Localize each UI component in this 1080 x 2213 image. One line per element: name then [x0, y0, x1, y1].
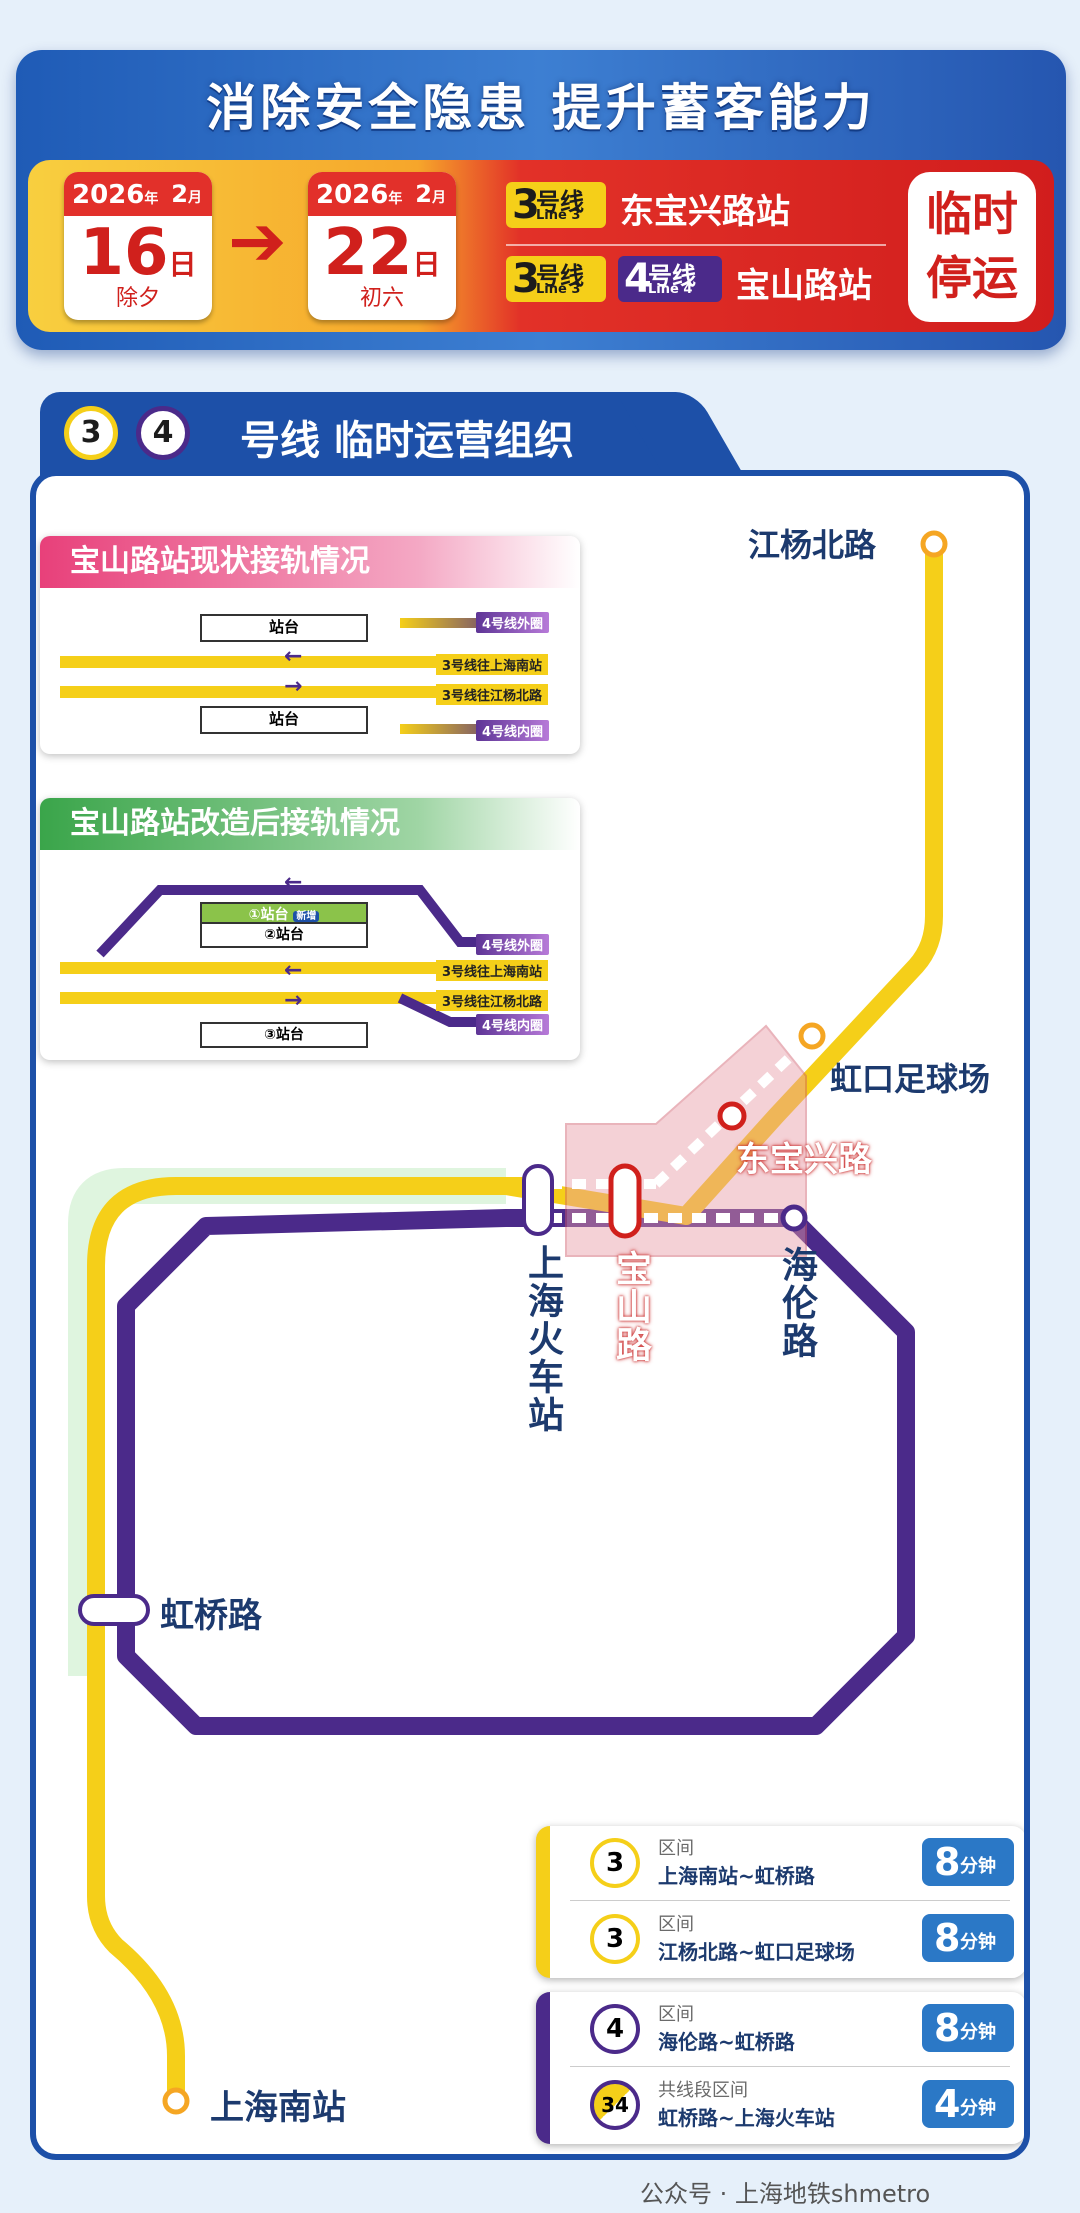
end-date-calendar: 2026年 2月 22日 初六 — [308, 172, 456, 320]
arrow-left-icon: ← — [284, 644, 303, 669]
start-month: 2 — [171, 180, 188, 208]
station-shanghai-rail[interactable] — [522, 1164, 554, 1236]
interval-name: 上海南站~虹桥路 — [658, 1864, 815, 1888]
label-line3-north: 3号线往江杨北路 — [436, 990, 549, 1011]
panel-after-title: 宝山路站改造后接轨情况 — [40, 798, 580, 850]
label-baoshan: 宝山路 — [610, 1250, 651, 1364]
stop-text-2: 停运 — [926, 251, 1018, 305]
interval-label: 区间 — [658, 1838, 694, 1859]
platform-top: 站台 — [200, 614, 368, 642]
label-hailun: 海伦路 — [776, 1246, 817, 1360]
arrow-left-icon: ← — [284, 958, 303, 983]
arrow-right-icon: ➔ — [228, 200, 287, 282]
label-line3-south: 3号线往上海南站 — [436, 960, 549, 981]
start-note: 除夕 — [115, 286, 160, 311]
map-frame: 江杨北路 虹口足球场 东宝兴路 宝山路 海伦路 上海火车站 虹桥路 上海南站 宝… — [30, 470, 1030, 2160]
label-line3-north: 3号线往江杨北路 — [436, 684, 549, 705]
station-shanghai-south[interactable] — [162, 2087, 190, 2115]
station-hongkou[interactable] — [798, 1022, 826, 1050]
interval-label: 共线段区间 — [658, 2080, 748, 2101]
end-note: 初六 — [359, 286, 404, 311]
platform-3: ③站台 — [200, 1022, 368, 1048]
label-jiangyang: 江杨北路 — [748, 526, 877, 564]
shared-line-circle: 34 — [590, 2080, 640, 2130]
line3-south — [87, 1177, 541, 2096]
arrow-right-icon: → — [284, 988, 303, 1013]
arrow-right-icon: → — [284, 674, 303, 699]
section-title: 号线 临时运营组织 — [240, 418, 574, 464]
track-line3-south — [60, 656, 520, 668]
panel-current-track: 宝山路站现状接轨情况 站台 ← → 站台 4号线外圈 3号线往上海南站 3号线往… — [40, 536, 580, 754]
temporary-suspension-box: 临时 停运 — [908, 172, 1036, 322]
metro-map — [68, 530, 948, 2115]
interval-label: 区间 — [658, 2004, 694, 2025]
start-year: 2026 — [72, 180, 145, 210]
label-line4-inner: 4号线内圈 — [476, 1014, 550, 1035]
station-hongqiao[interactable] — [78, 1594, 150, 1626]
label-dongbaoxing: 东宝兴路 — [736, 1140, 872, 1180]
start-date-calendar: 2026年 2月 16日 除夕 — [64, 172, 212, 320]
panel-after-track: 宝山路站改造后接轨情况 ← ①站台 新增 ②站台 ← → ③站台 4号线外圈 3… — [40, 798, 580, 1060]
label-line4-outer: 4号线外圈 — [476, 612, 550, 633]
track-line4-outer — [400, 618, 520, 628]
station-baoshan[interactable] — [608, 1163, 642, 1239]
station-jiangyang[interactable] — [920, 530, 948, 558]
track-line4-inner — [400, 724, 520, 734]
footer-credit: 公众号 · 上海地铁shmetro — [640, 2180, 931, 2208]
track-line3-north — [60, 686, 520, 698]
section-tab: 3 4 号线 临时运营组织 — [40, 392, 680, 476]
platform-2: ②站台 — [200, 922, 368, 948]
label-shanghai-south: 上海南站 — [210, 2088, 346, 2128]
new-badge: 新增 — [293, 911, 320, 922]
platform-bottom: 站台 — [200, 706, 368, 734]
line-circle: 3 — [590, 1914, 640, 1964]
label-shanghai-rail: 上海火车站 — [522, 1244, 563, 1434]
end-month: 2 — [415, 180, 432, 208]
label-line4-inner: 4号线内圈 — [476, 720, 550, 741]
arrow-left-icon: ← — [284, 870, 303, 895]
label-line3-south: 3号线往上海南站 — [436, 654, 549, 675]
row-divider — [506, 244, 886, 246]
stop-text-1: 临时 — [926, 187, 1018, 241]
label-hongkou: 虹口足球场 — [830, 1060, 991, 1098]
interval-label: 区间 — [658, 1914, 694, 1935]
closed-station-dongbaoxing: 东宝兴路站 — [620, 192, 790, 232]
panel-current-title: 宝山路站现状接轨情况 — [40, 536, 580, 588]
line4-circle: 4 — [136, 406, 190, 460]
header-banner: 消除安全隐患 提升蓄客能力 2026年 2月 16日 除夕 ➔ 2026年 2月… — [16, 50, 1066, 350]
station-hailun[interactable] — [780, 1204, 808, 1232]
station-dongbaoxing[interactable] — [717, 1101, 747, 1131]
interval-name: 海伦路~虹桥路 — [658, 2030, 795, 2054]
interval-name: 江杨北路~虹口足球场 — [658, 1940, 855, 1964]
headline: 消除安全隐患 提升蓄客能力 — [206, 79, 876, 137]
line4-loop — [117, 1209, 915, 1735]
label-line4-outer: 4号线外圈 — [476, 934, 550, 955]
label-hongqiao: 虹桥路 — [160, 1596, 262, 1636]
line3-north — [504, 544, 943, 1225]
line-circle: 4 — [590, 2004, 640, 2054]
closed-station-baoshan: 宝山路站 — [736, 266, 872, 306]
end-year: 2026 — [316, 180, 389, 210]
line-circle: 3 — [590, 1838, 640, 1888]
end-day: 22 — [323, 216, 413, 290]
start-day: 16 — [79, 216, 169, 290]
line3-circle: 3 — [64, 406, 118, 460]
interval-name: 虹桥路~上海火车站 — [658, 2106, 835, 2130]
